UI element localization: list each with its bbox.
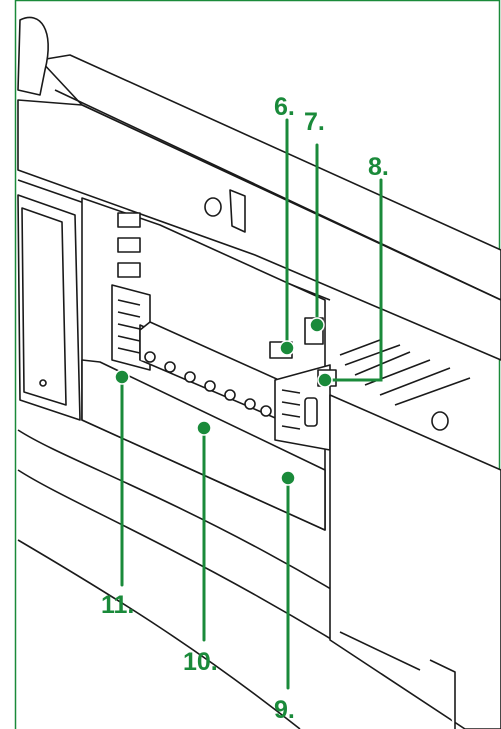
dot-11 bbox=[114, 369, 130, 385]
callout-label-8: 8. bbox=[368, 153, 389, 181]
callout-label-10: 10. bbox=[183, 648, 218, 676]
callout-label-6: 6. bbox=[274, 93, 295, 121]
callout-label-9: 9. bbox=[274, 696, 295, 724]
dot-10 bbox=[196, 420, 212, 436]
leader-8 bbox=[323, 178, 383, 382]
callout-label-7: 7. bbox=[304, 108, 325, 136]
dot-6 bbox=[279, 340, 295, 356]
leader-lines bbox=[120, 118, 383, 690]
dot-9 bbox=[280, 470, 296, 486]
callout-label-11: 11. bbox=[101, 591, 134, 619]
frame-border bbox=[14, 0, 501, 729]
dot-8 bbox=[317, 372, 333, 388]
dot-7 bbox=[309, 317, 325, 333]
callout-dots bbox=[114, 317, 333, 486]
device-housing bbox=[17, 16, 501, 729]
